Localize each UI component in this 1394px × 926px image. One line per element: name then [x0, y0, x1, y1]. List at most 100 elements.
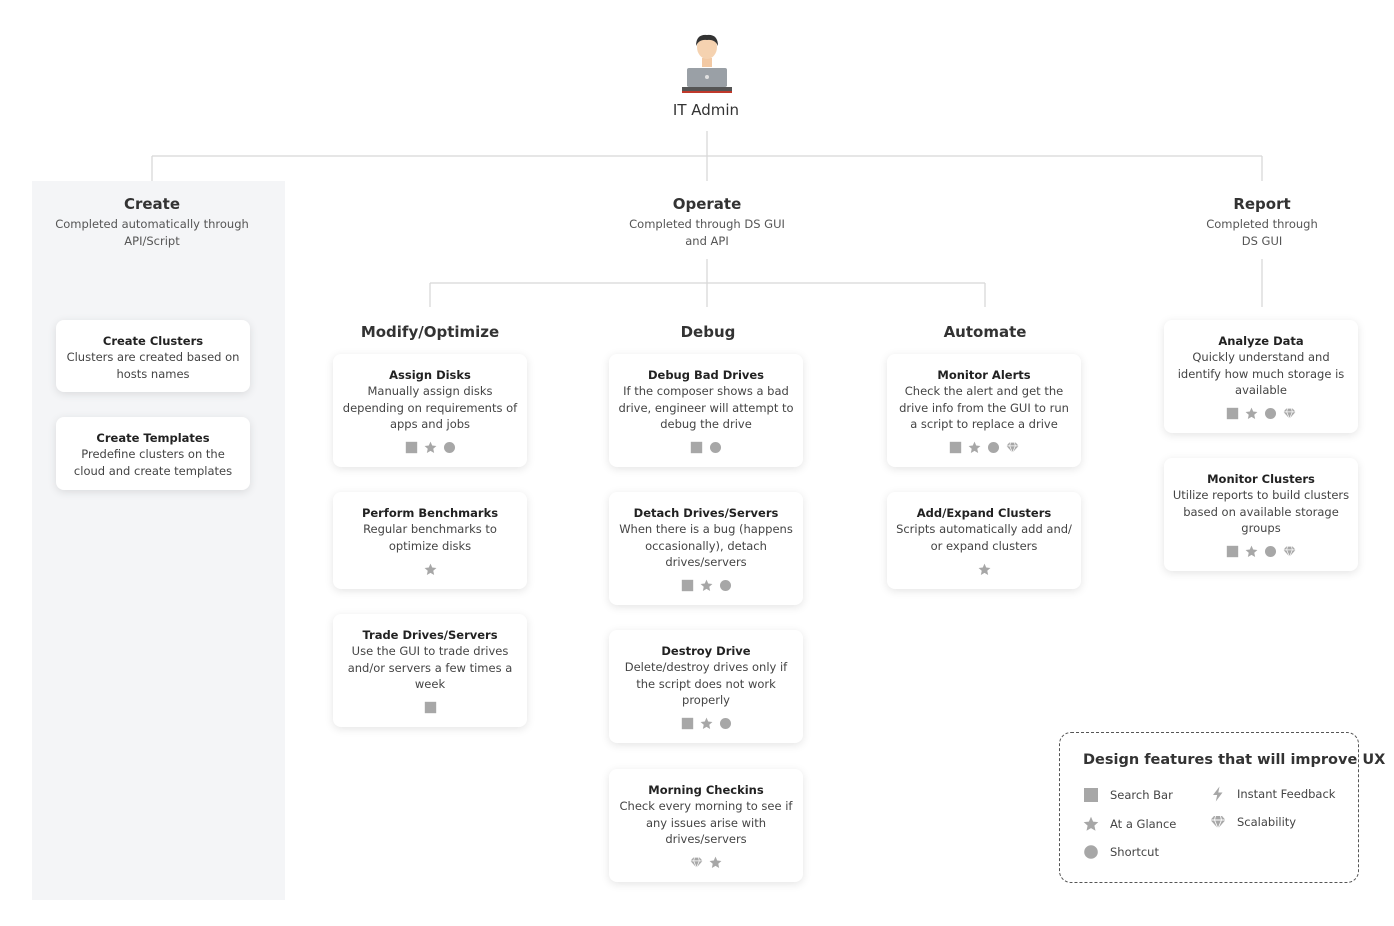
diamond-icon — [1283, 408, 1296, 419]
card-title: Detach Drives/Servers — [633, 506, 779, 520]
square-icon — [424, 701, 436, 714]
legend-item-search-bar: Search Bar — [1083, 787, 1173, 803]
star-icon — [700, 579, 712, 592]
star-icon — [709, 856, 722, 869]
column-title: Operate — [672, 195, 742, 213]
subcategory-automate: Automate — [943, 323, 1027, 341]
circle-icon — [1264, 545, 1277, 558]
diamond-icon — [1006, 442, 1019, 453]
card-description: Scripts automatically add and/ or expand… — [896, 522, 1072, 553]
card-description: Clusters are created based on hosts name… — [66, 350, 240, 381]
star-icon — [978, 563, 990, 575]
diamond-icon — [1283, 546, 1296, 557]
card-detach-drives-servers: Detach Drives/Servers When there is a bu… — [609, 492, 803, 605]
subcategory-modify-optimize: Modify/Optimize — [360, 323, 500, 341]
card-feature-icons — [895, 562, 1073, 576]
card-title: Morning Checkins — [648, 783, 764, 797]
square-icon — [681, 717, 693, 730]
column-title: Create — [123, 195, 181, 213]
card-feature-icons — [341, 701, 519, 715]
card-title: Perform Benchmarks — [361, 506, 499, 520]
card-morning-checkins: Morning Checkins Check every morning to … — [609, 769, 803, 882]
star-icon — [968, 441, 981, 454]
square-icon — [1226, 407, 1239, 420]
card-description: Check every morning to see if any issues… — [619, 799, 793, 846]
column-description: Completed automatically through API/Scri… — [55, 217, 249, 248]
card-description: Use the GUI to trade drives and/or serve… — [347, 644, 513, 691]
card-destroy-drive: Destroy Drive Delete/destroy drives only… — [609, 630, 803, 743]
card-description: Check the alert and get the drive info f… — [899, 384, 1069, 431]
diamond-icon — [690, 857, 703, 868]
circle-icon — [1264, 407, 1277, 420]
card-feature-icons — [1172, 545, 1350, 559]
column-description: Completed through DS GUI and API — [629, 217, 785, 248]
card-monitor-alerts: Monitor Alerts Check the alert and get t… — [887, 354, 1081, 467]
column-operate: Operate Completed through DS GUI and API — [627, 195, 787, 250]
card-monitor-clusters: Monitor Clusters Utilize reports to buil… — [1164, 458, 1358, 571]
card-feature-icons — [341, 562, 519, 576]
circle-icon — [719, 717, 731, 730]
square-icon — [681, 579, 693, 592]
card-title: Create Clusters — [102, 334, 204, 348]
card-title: Analyze Data — [1218, 334, 1304, 348]
card-assign-disks: Assign Disks Manually assign disks depen… — [333, 354, 527, 467]
card-create-templates: Create Templates Predefine clusters on t… — [56, 417, 250, 490]
card-create-clusters: Create Clusters Clusters are created bas… — [56, 320, 250, 392]
card-description: Regular benchmarks to optimize disks — [363, 522, 497, 553]
legend-title: Design features that will improve UX — [1083, 752, 1386, 768]
star-icon — [700, 717, 712, 730]
subcategory-debug: Debug — [680, 323, 736, 341]
circle-icon — [1084, 845, 1098, 859]
column-report: Report Completed through DS GUI — [1197, 195, 1327, 250]
card-feature-icons — [617, 441, 795, 455]
legend-label: At a Glance — [1110, 817, 1177, 831]
square-icon — [405, 441, 417, 454]
legend-label: Shortcut — [1110, 845, 1159, 859]
design-features-legend: Design features that will improve UX Sea… — [1059, 732, 1385, 883]
card-feature-icons — [895, 441, 1073, 455]
circle-icon — [987, 441, 1000, 454]
card-title: Assign Disks — [389, 368, 471, 382]
circle-icon — [709, 441, 722, 454]
card-description: Utilize reports to build clusters based … — [1172, 488, 1350, 535]
card-perform-benchmarks: Perform Benchmarks Regular benchmarks to… — [333, 492, 527, 589]
star-icon — [424, 563, 436, 575]
card-description: Manually assign disks depending on requi… — [342, 384, 518, 431]
legend-label: Instant Feedback — [1237, 787, 1336, 801]
circle-icon — [719, 579, 731, 592]
legend-label: Scalability — [1237, 815, 1297, 829]
card-title: Monitor Clusters — [1207, 472, 1315, 486]
card-title: Monitor Alerts — [937, 368, 1031, 382]
legend-item-at-a-glance: At a Glance — [1083, 816, 1176, 832]
square-icon — [1084, 788, 1098, 802]
card-add-expand-clusters: Add/Expand Clusters Scripts automaticall… — [887, 492, 1081, 589]
square-icon — [690, 441, 703, 454]
card-title: Destroy Drive — [661, 644, 751, 658]
card-feature-icons — [341, 441, 519, 455]
card-description: Quickly understand and identify how much… — [1177, 350, 1345, 397]
star-icon — [1083, 816, 1099, 831]
circle-icon — [443, 441, 455, 454]
card-feature-icons — [1172, 407, 1350, 421]
card-title: Trade Drives/Servers — [362, 628, 498, 642]
star-icon — [424, 441, 436, 454]
card-description: When there is a bug (happens occasionall… — [619, 522, 793, 569]
card-title: Create Templates — [96, 431, 210, 445]
card-debug-bad-drives: Debug Bad Drives If the composer shows a… — [609, 354, 803, 467]
column-description: Completed through DS GUI — [1206, 217, 1318, 248]
legend-item-shortcut: Shortcut — [1083, 844, 1159, 860]
diamond-icon — [1210, 815, 1226, 829]
column-create: Create Completed automatically through A… — [52, 195, 252, 250]
bolt-icon — [1213, 786, 1223, 802]
card-feature-icons — [617, 856, 795, 870]
card-description: Delete/destroy drives only if the script… — [624, 660, 788, 707]
card-analyze-data: Analyze Data Quickly understand and iden… — [1164, 320, 1358, 433]
square-icon — [1226, 545, 1239, 558]
legend-label: Search Bar — [1110, 788, 1173, 802]
card-trade-drives-servers: Trade Drives/Servers Use the GUI to trad… — [333, 614, 527, 727]
card-feature-icons — [617, 579, 795, 593]
square-icon — [949, 441, 962, 454]
card-title: Debug Bad Drives — [647, 368, 765, 382]
card-title: Add/Expand Clusters — [916, 506, 1052, 520]
card-description: If the composer shows a bad drive, engin… — [618, 384, 794, 431]
